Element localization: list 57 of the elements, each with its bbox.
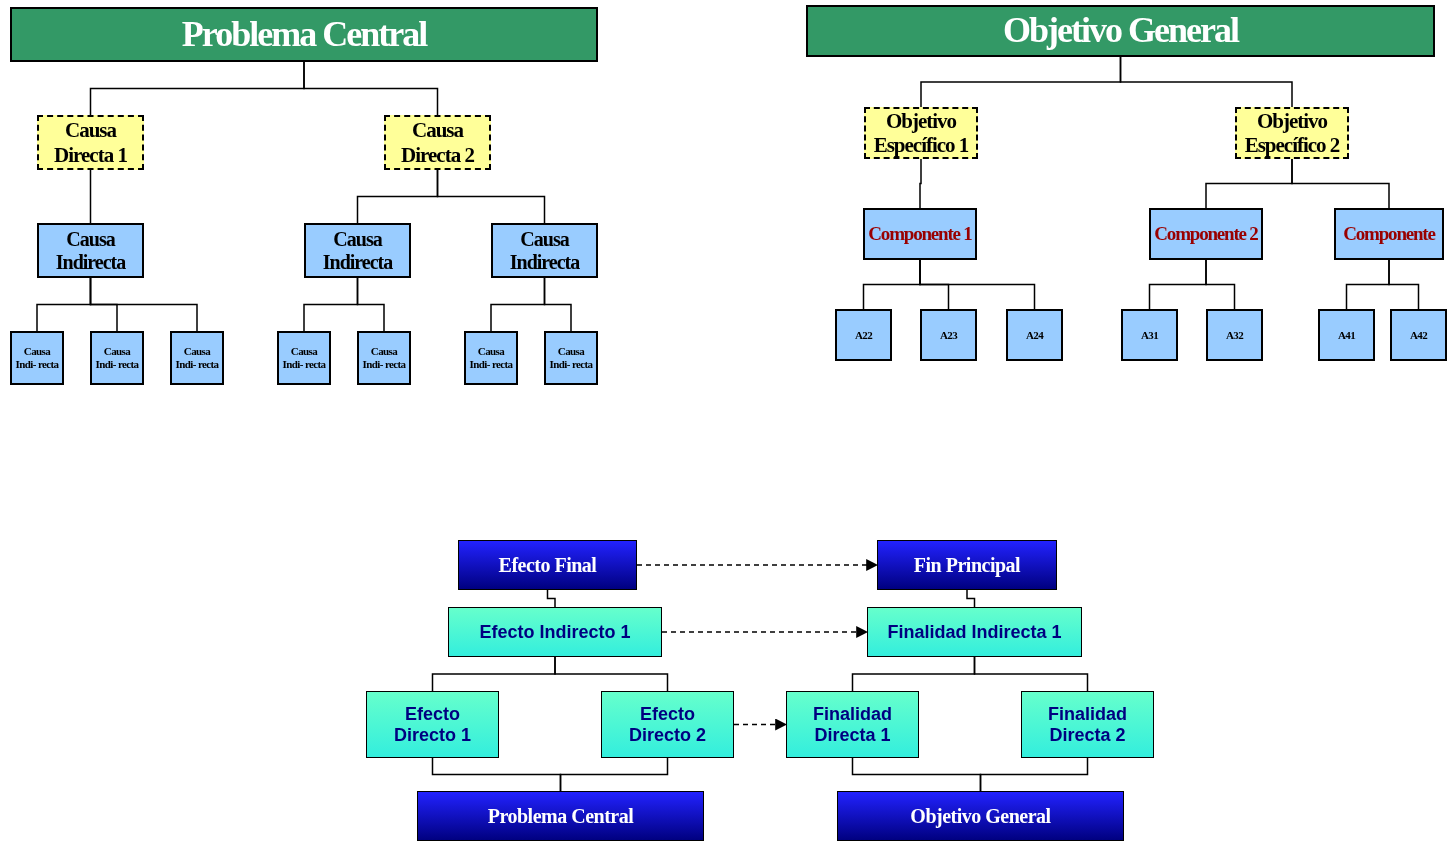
- sub-cause-box: Causa Indi- recta: [544, 331, 598, 385]
- effect-box: Efecto Indirecto 1: [448, 607, 662, 657]
- goal-box: Finalidad Directa 2: [1021, 691, 1154, 758]
- activity-box: A42: [1390, 309, 1447, 361]
- effect-box: Efecto Directo 1: [366, 691, 499, 758]
- connector-line: [966, 589, 976, 608]
- goal-box: Finalidad Indirecta 1: [867, 607, 1082, 657]
- connector-line: [543, 277, 572, 332]
- connector-line: [919, 259, 1036, 310]
- connector-line: [436, 169, 546, 224]
- activity-box: A24: [1006, 309, 1063, 361]
- connector-line: [919, 158, 922, 209]
- problem-box: Problema Central: [417, 791, 704, 841]
- component-box: Componente 2: [1149, 208, 1263, 260]
- dashed-arrow: [733, 718, 788, 731]
- activity-box: A23: [920, 309, 977, 361]
- sub-cause-box: Causa Indi- recta: [10, 331, 64, 385]
- connector-line: [303, 61, 439, 116]
- component-box: Componente 1: [863, 208, 977, 260]
- connector-line: [1119, 56, 1293, 108]
- connector-line: [554, 656, 669, 692]
- objective-box: Objetivo General: [837, 791, 1124, 841]
- goal-box: Finalidad Directa 1: [786, 691, 919, 758]
- connector-line: [559, 757, 669, 792]
- connector-line: [1205, 259, 1236, 310]
- dashed-arrow: [661, 626, 869, 638]
- indirect-cause-box: Causa Indirecta: [37, 223, 144, 278]
- activity-box: A32: [1206, 309, 1263, 361]
- direct-cause-box: Causa Directa 2: [384, 115, 491, 170]
- goal-box: Fin Principal: [877, 540, 1057, 590]
- connector-line: [356, 277, 385, 332]
- component-box: Componente: [1334, 208, 1444, 260]
- connector-line: [1388, 259, 1420, 310]
- activity-box: A31: [1121, 309, 1178, 361]
- direct-cause-box: Causa Directa 1: [37, 115, 144, 170]
- activity-box: A22: [835, 309, 892, 361]
- sub-cause-box: Causa Indi- recta: [464, 331, 518, 385]
- connector-line: [546, 589, 556, 608]
- indirect-cause-box: Causa Indirecta: [491, 223, 598, 278]
- title-banner: Problema Central: [10, 7, 598, 62]
- dashed-arrow: [636, 559, 879, 571]
- connector-line: [89, 169, 92, 224]
- title-banner: Objetivo General: [806, 5, 1435, 57]
- indirect-cause-box: Causa Indirecta: [304, 223, 411, 278]
- effect-box: Efecto Directo 2: [601, 691, 734, 758]
- sub-cause-box: Causa Indi- recta: [277, 331, 331, 385]
- objective-box: Objetivo Específico 1: [864, 107, 978, 159]
- connector-line: [979, 757, 1089, 792]
- sub-cause-box: Causa Indi- recta: [90, 331, 144, 385]
- effect-box: Efecto Final: [458, 540, 637, 590]
- sub-cause-box: Causa Indi- recta: [357, 331, 411, 385]
- objective-box: Objetivo Específico 2: [1235, 107, 1349, 159]
- sub-cause-box: Causa Indi- recta: [170, 331, 224, 385]
- connector-line: [973, 656, 1089, 692]
- activity-box: A41: [1318, 309, 1375, 361]
- connector-line: [89, 277, 198, 332]
- connector-line: [1291, 158, 1390, 209]
